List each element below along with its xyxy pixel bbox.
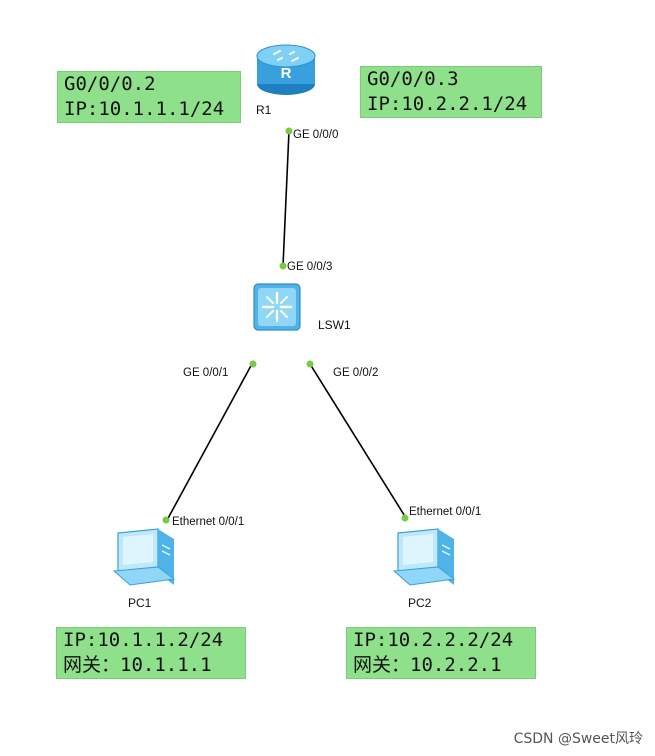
link-r1-lsw1[interactable] bbox=[282, 130, 290, 267]
pc2-gateway: 网关：10.2.2.1 bbox=[353, 654, 502, 676]
port-dot-lsw1-ge001 bbox=[249, 360, 257, 368]
pc-icon[interactable] bbox=[392, 528, 456, 586]
router-subinterface-left-note: G0/0/0.2 IP:10.1.1.1/24 bbox=[57, 71, 241, 123]
link-lsw1-pc2[interactable] bbox=[309, 363, 407, 519]
switch-icon[interactable] bbox=[253, 283, 301, 331]
pc1-config-note: IP:10.1.1.2/24 网关：10.1.1.1 bbox=[56, 627, 246, 679]
router-icon[interactable]: R bbox=[256, 44, 316, 95]
port-label-pc1-eth: Ethernet 0/0/1 bbox=[172, 516, 244, 528]
switch-name: LSW1 bbox=[318, 318, 351, 332]
port-dot-lsw1-ge003 bbox=[279, 262, 287, 270]
pc2-ip: IP:10.2.2.2/24 bbox=[353, 629, 514, 651]
subinterface-name: G0/0/0.3 bbox=[367, 68, 459, 90]
port-dot-pc1-eth bbox=[162, 516, 170, 524]
port-label-lsw1-ge001: GE 0/0/1 bbox=[183, 367, 228, 379]
port-dot-r1-ge000 bbox=[285, 127, 293, 135]
pc1-gateway: 网关：10.1.1.1 bbox=[63, 654, 212, 676]
port-label-pc2-eth: Ethernet 0/0/1 bbox=[409, 506, 481, 518]
pc1-ip: IP:10.1.1.2/24 bbox=[63, 629, 224, 651]
pc1-name: PC1 bbox=[128, 596, 152, 610]
port-label-r1-ge000: GE 0/0/0 bbox=[293, 129, 338, 141]
port-label-lsw1-ge002: GE 0/0/2 bbox=[333, 367, 378, 379]
subinterface-name: G0/0/0.2 bbox=[64, 73, 156, 95]
subinterface-ip: IP:10.1.1.1/24 bbox=[64, 98, 225, 120]
port-dot-lsw1-ge002 bbox=[306, 360, 314, 368]
port-label-lsw1-ge003: GE 0/0/3 bbox=[287, 261, 332, 273]
link-lsw1-pc1[interactable] bbox=[165, 361, 254, 523]
pc2-name: PC2 bbox=[408, 596, 432, 610]
router-name: R1 bbox=[256, 103, 272, 117]
router-subinterface-right-note: G0/0/0.3 IP:10.2.2.1/24 bbox=[360, 66, 542, 118]
port-dot-pc2-eth bbox=[401, 514, 409, 522]
watermark: CSDN @Sweet风玲 bbox=[513, 731, 643, 747]
svg-text:R: R bbox=[281, 65, 292, 82]
pc-icon[interactable] bbox=[112, 528, 176, 586]
subinterface-ip: IP:10.2.2.1/24 bbox=[367, 93, 528, 115]
pc2-config-note: IP:10.2.2.2/24 网关：10.2.2.1 bbox=[346, 627, 536, 679]
